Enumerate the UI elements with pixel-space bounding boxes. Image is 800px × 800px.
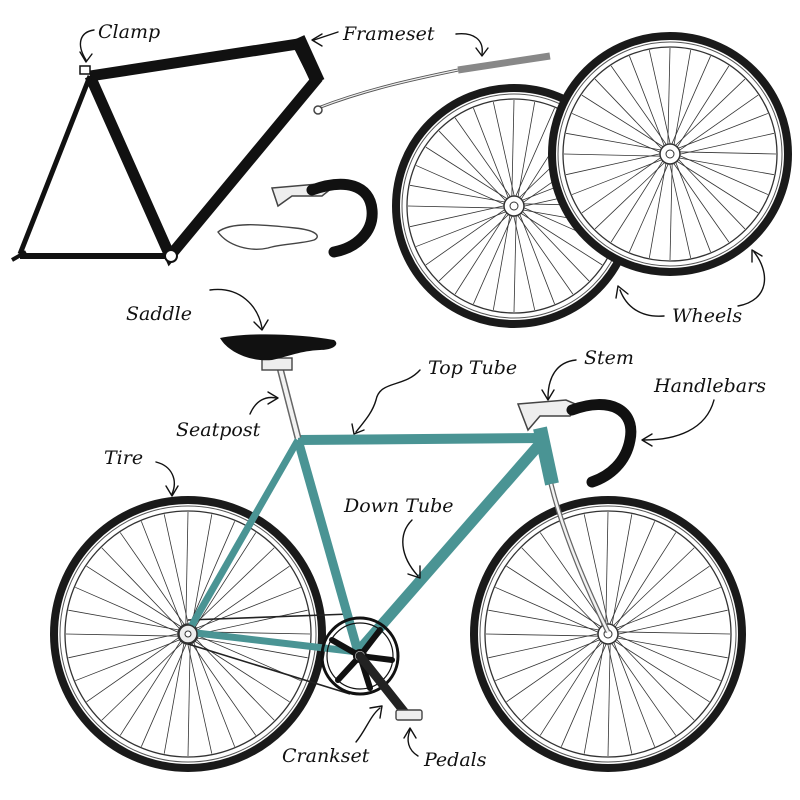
clamp-part [79,65,91,75]
arrow-wheels-left [619,289,665,317]
label-crankset: Crankset [282,745,370,767]
chain [187,613,351,695]
wheel-part-right [548,32,792,276]
pedal [395,709,423,721]
saddle-part [217,224,318,250]
down-tube [353,434,550,656]
crankset [320,616,411,719]
arrow-handlebars [643,399,715,441]
label-handlebars: Handlebars [653,375,766,397]
stem [516,399,582,432]
arrow-pedals [407,729,419,757]
label-clamp: Clamp [98,21,160,43]
arrow-frameset-left [313,31,339,41]
arrow-down-tube [402,519,419,577]
head-tube [533,426,559,486]
label-pedals: Pedals [423,749,487,771]
label-frameset: Frameset [342,23,435,45]
seat-stay [184,438,302,634]
handlebars [566,399,637,488]
teal-frame [184,426,559,656]
arrow-saddle [209,288,263,329]
fork-part [313,52,551,115]
label-wheels: Wheels [672,305,742,327]
arrow-clamp [79,29,95,61]
arrow-crankset [355,707,381,743]
arrow-tire [155,461,175,495]
label-tire: Tire [104,447,143,469]
label-down-tube: Down Tube [343,495,454,517]
label-saddle: Saddle [126,303,192,325]
arrow-seatpost [249,396,277,415]
arrow-stem [547,359,577,399]
chain-stay [187,628,359,656]
arrow-frameset-right [455,33,483,55]
seatpost [261,357,302,439]
label-top-tube: Top Tube [428,357,517,379]
top-tube [297,433,546,445]
front-wheel [470,496,746,772]
arrow-wheels-right [737,251,766,307]
arrow-top-tube [355,369,421,433]
label-seatpost: Seatpost [176,419,261,441]
saddle [220,334,337,361]
stem-handlebar-part [270,178,378,258]
label-stem: Stem [584,347,634,369]
seat-tube [293,438,363,654]
black-frame [11,35,325,267]
crank-arm [355,651,411,719]
rear-hub [178,624,198,644]
